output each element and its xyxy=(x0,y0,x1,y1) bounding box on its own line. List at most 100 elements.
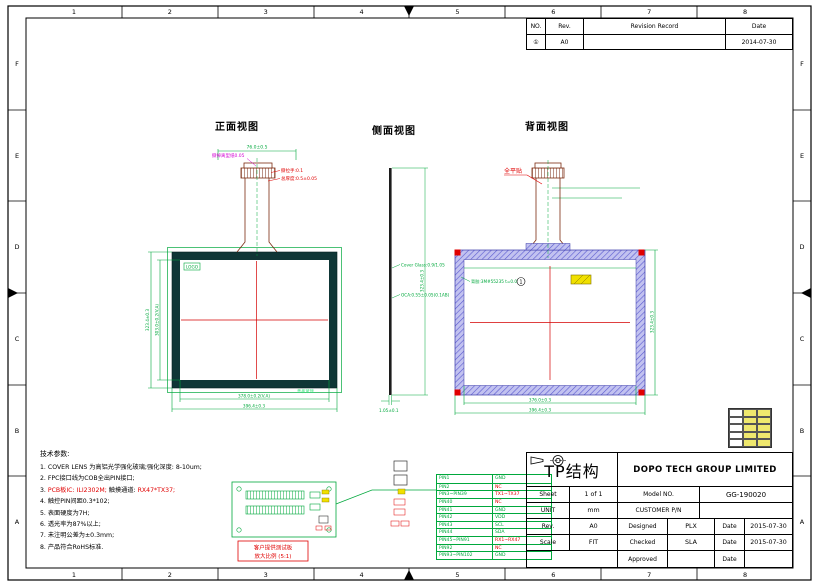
pin-signal: RX1~RX47 xyxy=(492,537,551,544)
test-board-drawing: 客户提供测试板 放大比例 (5:1) xyxy=(231,460,436,562)
date-label-2: Date xyxy=(714,535,744,550)
ruler-col-bottom: 4 xyxy=(359,571,364,579)
pin-number: PIN93~PIN102 xyxy=(439,553,473,559)
note-item: 8. 产品符合RoHS标准. xyxy=(40,543,104,551)
ruler-col-top: 2 xyxy=(167,8,172,16)
title-block: TP结构 DOPO TECH GROUP LIMITED Sheet 1 of … xyxy=(526,452,793,568)
ruler-row-right: A xyxy=(799,518,805,527)
front-logo-text: LOGO xyxy=(186,264,199,269)
ruler-col-bottom: 8 xyxy=(742,571,748,579)
test-board-caption-box xyxy=(237,540,309,562)
front-dim-bottom-outer: 396.4±0.3 xyxy=(243,404,265,409)
doc-type-title: TP结构 xyxy=(544,461,600,481)
pin-table-row: PIN92 NC xyxy=(437,543,551,552)
note-item: 7. 未注明公差为±0.3mm; xyxy=(40,532,115,540)
view-label-side: 侧面视图 xyxy=(372,126,416,137)
pin-number: PIN44 xyxy=(439,530,453,536)
ruler-col-bottom: 6 xyxy=(551,571,556,579)
front-dimension-lines xyxy=(148,149,338,412)
ruler-row-right: D xyxy=(799,243,805,252)
back-dim-bottom-inner: 376.0±0.3 xyxy=(529,398,551,403)
pin-signal: GND xyxy=(492,552,551,559)
parts-grid-table xyxy=(728,408,772,448)
pin-number: PIN1 xyxy=(439,476,450,481)
test-board-caption-line1: 客户提供测试板 xyxy=(254,544,293,552)
back-dim-bottom-outer: 396.4±0.3 xyxy=(529,408,551,413)
parts-grid-cell xyxy=(743,416,757,425)
ruler-col-top: 5 xyxy=(455,8,460,16)
back-flat-leader xyxy=(504,174,543,185)
back-label-sticker xyxy=(570,274,592,285)
company-name: DOPO TECH GROUP LIMITED xyxy=(617,453,792,486)
pin-number: PIN40 xyxy=(439,499,453,505)
approved-label: Approved xyxy=(617,551,667,567)
back-fpc-connector xyxy=(527,162,569,251)
ruler-row-left: B xyxy=(14,426,20,435)
back-dim-right: 323.4±0.3 xyxy=(650,311,655,333)
ruler-col-top: 4 xyxy=(359,8,364,16)
checked-label: Checked xyxy=(617,535,667,550)
model-label: Model NO. xyxy=(617,487,699,502)
note-item: 5. 表面硬度为7H; xyxy=(40,509,90,517)
ruler-row-right: F xyxy=(800,59,804,68)
front-logo-box xyxy=(183,262,201,271)
pin-signal: NC xyxy=(492,544,551,552)
ruler-col-bottom: 5 xyxy=(455,571,460,579)
front-dim-left-inner: 303.0±0.2(V.A) xyxy=(155,304,160,336)
designed-value: PLX xyxy=(667,519,714,534)
ruler-row-right: C xyxy=(799,334,805,343)
technical-notes: 技术参数: 1. COVER LENS 为高铝光学强化玻璃;强化深度: 8-10… xyxy=(40,448,360,553)
pin-signal: GND xyxy=(492,475,551,483)
parts-grid-cell xyxy=(743,439,757,447)
side-dimension-lines xyxy=(381,167,428,405)
designed-label: Designed xyxy=(617,519,667,534)
component-symbols xyxy=(390,460,410,527)
pin-signal: VDD xyxy=(492,514,551,521)
front-annotation-thickness: 总厚度:0.5±0.05 xyxy=(281,175,317,182)
pin-signal: TX1~TX37 xyxy=(492,491,551,498)
revision-table: NO. Rev. Revision Record Date ① A0 2014-… xyxy=(526,18,793,50)
ruler-col-bottom: 7 xyxy=(647,571,652,579)
revision-header-no: NO. xyxy=(530,23,542,30)
pin-number: PIN43 xyxy=(439,522,453,528)
projection-symbol-cell xyxy=(527,455,617,567)
date-label-1: Date xyxy=(714,519,744,534)
front-annotation-tab: 撕拉手:0.1 xyxy=(281,167,303,174)
revision-header-record: Revision Record xyxy=(583,19,725,34)
note-item: 2. FPC接口线为COB全出PIN接口; xyxy=(40,475,135,483)
ruler-col-bottom: 3 xyxy=(263,571,268,579)
back-dimension-lines xyxy=(454,187,658,415)
notes-list: 1. COVER LENS 为高铝光学强化玻璃;强化深度: 8-10um; 2. … xyxy=(40,462,360,553)
back-annotation-tape: 背胶:3M#55235 t=0.05 xyxy=(471,278,520,285)
sheet-label: Sheet xyxy=(539,491,557,498)
date-label-3: Date xyxy=(714,551,744,567)
note-item: 4. 触控PIN间距0.3*102; xyxy=(40,498,110,506)
parts-grid-cell xyxy=(743,409,757,417)
notes-title: 技术参数: xyxy=(40,450,70,458)
front-crosshair xyxy=(181,261,328,379)
pin-number: PIN92 xyxy=(439,545,453,551)
note-item: 6. 透光率为87%以上; xyxy=(40,521,101,529)
parts-grid-cell xyxy=(743,424,757,432)
parts-grid-cell xyxy=(757,416,771,425)
view-label-front: 正面视图 xyxy=(215,122,259,133)
parts-grid-cell xyxy=(729,424,743,432)
revision-row-rev: A0 xyxy=(545,34,583,49)
side-view-drawing: Cover Glass:0.9/1.05 OCA:0.55±0.05(0.1AB… xyxy=(379,167,450,413)
pin-signal: NC xyxy=(492,483,551,491)
view-label-back: 背面视图 xyxy=(525,122,569,133)
ruler-row-left: C xyxy=(14,334,20,343)
ruler-row-left: E xyxy=(14,151,20,160)
note-item: 1. COVER LENS 为高铝光学强化玻璃;强化深度: 8-10um; xyxy=(40,464,202,471)
pin-signal: GND xyxy=(492,506,551,514)
side-dim-height: 323.4±0.3 xyxy=(420,270,425,292)
model-number: GG-190020 xyxy=(699,487,792,502)
revision-header-date: Date xyxy=(725,19,792,34)
